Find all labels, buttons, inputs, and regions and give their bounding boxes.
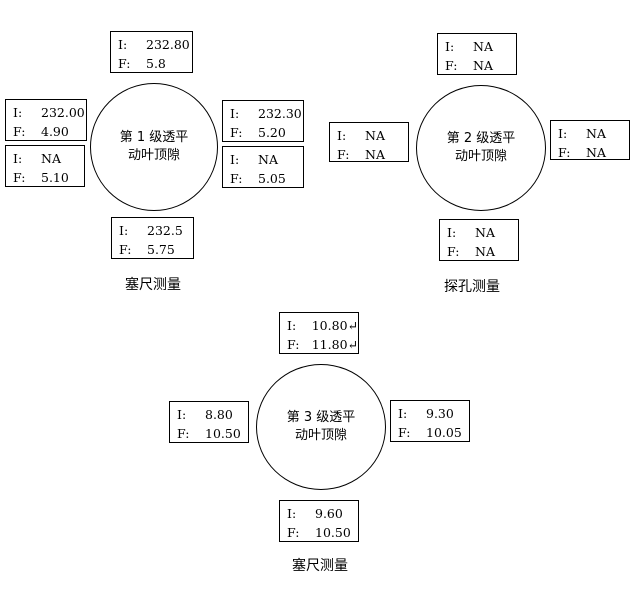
- stage2-bottom-i: NA: [475, 225, 495, 240]
- stage3-top-i: 10.80↵: [311, 318, 358, 333]
- stage3-box-top: I:10.80↵ F:11.80↵: [279, 312, 359, 354]
- stage1-box-left-lower: I:NA F:5.10: [5, 145, 85, 187]
- stage3-box-bottom: I:9.60 F:10.50: [279, 500, 359, 542]
- stage2-left-f: NA: [365, 147, 385, 162]
- stage1-top-i: 232.80: [146, 37, 190, 52]
- stage2-left-i: NA: [365, 128, 385, 143]
- stage3-bottom-i: 9.60: [315, 506, 343, 521]
- stage1-bottom-i: 232.5: [147, 223, 183, 238]
- stage2-circle-line2: 动叶顶隙: [454, 149, 507, 164]
- stage1-left-upper-f: 4.90: [41, 124, 69, 139]
- stage2-bottom-f: NA: [475, 244, 495, 259]
- stage3-caption: 塞尺测量: [292, 558, 348, 574]
- stage1-box-right-lower: I:NA F:5.05: [222, 146, 304, 188]
- stage1-right-lower-f: 5.05: [258, 171, 286, 186]
- stage2-circle-line1: 第 2 级透平: [446, 131, 516, 146]
- stage1-caption: 塞尺测量: [125, 277, 181, 293]
- stage3-right-i: 9.30: [426, 406, 454, 421]
- stage1-right-upper-i: 232.30: [258, 106, 302, 121]
- stage1-top-f: 5.8: [146, 56, 166, 71]
- stage3-top-f: 11.80↵: [311, 337, 358, 352]
- stage3-right-f: 10.05: [426, 425, 462, 440]
- stage1-circle-line2: 动叶顶隙: [127, 148, 180, 163]
- stage2-box-bottom: I:NA F:NA: [439, 219, 519, 261]
- stage1-box-right-upper: I:232.30 F:5.20: [222, 100, 304, 142]
- stage3-box-right: I:9.30 F:10.05: [390, 400, 470, 442]
- stage1-left-lower-f: 5.10: [41, 170, 69, 185]
- stage2-box-right: I:NA F:NA: [550, 120, 630, 160]
- stage2-caption: 探孔测量: [444, 279, 500, 295]
- stage2-box-top: I:NA F:NA: [437, 33, 517, 75]
- stage1-right-upper-f: 5.20: [258, 125, 286, 140]
- stage2-circle: 第 2 级透平 动叶顶隙: [416, 85, 546, 211]
- stage3-circle-line1: 第 3 级透平: [286, 410, 356, 425]
- stage1-left-lower-i: NA: [41, 151, 61, 166]
- stage1-circle: 第 1 级透平 动叶顶隙: [90, 83, 218, 211]
- stage1-right-lower-i: NA: [258, 152, 278, 167]
- stage3-left-f: 10.50: [205, 426, 241, 441]
- stage3-circle-line2: 动叶顶隙: [294, 428, 347, 443]
- stage1-box-left-upper: I:232.00 F:4.90: [5, 99, 87, 141]
- stage2-box-left: I:NA F:NA: [329, 122, 409, 162]
- stage1-left-upper-i: 232.00: [41, 105, 85, 120]
- stage2-top-f: NA: [473, 58, 493, 73]
- stage2-right-i: NA: [586, 126, 606, 141]
- stage3-left-i: 8.80: [205, 407, 233, 422]
- stage1-box-top: I:232.80 F:5.8: [110, 31, 193, 73]
- stage2-top-i: NA: [473, 39, 493, 54]
- stage1-box-bottom: I:232.5 F:5.75: [111, 217, 194, 259]
- stage3-circle: 第 3 级透平 动叶顶隙: [256, 364, 386, 490]
- stage1-bottom-f: 5.75: [147, 242, 175, 257]
- stage3-bottom-f: 10.50: [315, 525, 351, 540]
- stage2-right-f: NA: [586, 145, 606, 160]
- stage3-box-left: I:8.80 F:10.50: [169, 401, 249, 443]
- stage1-circle-line1: 第 1 级透平: [119, 130, 189, 145]
